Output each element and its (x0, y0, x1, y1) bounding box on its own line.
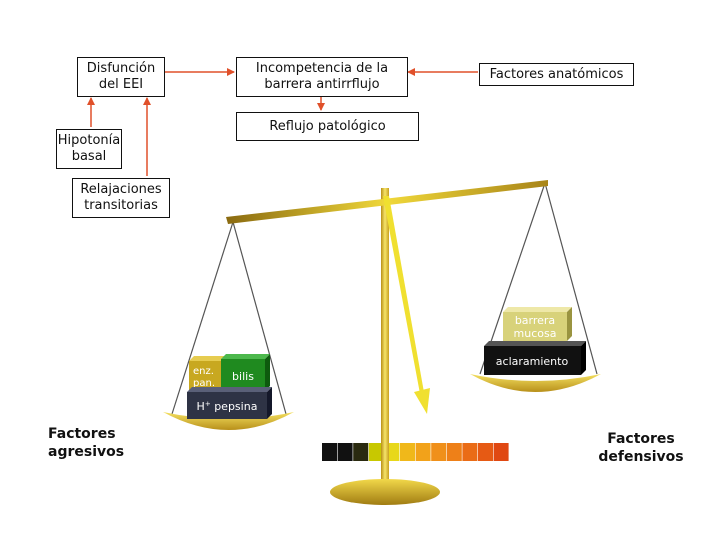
hipotonia-line1: Hipotonía (57, 133, 121, 148)
scale-cell (462, 443, 478, 461)
scale-cell (478, 443, 493, 461)
defensivos-line2: defensivos (598, 449, 684, 465)
scale-cell (322, 443, 337, 461)
relajaciones-line2: transitorias (84, 198, 158, 213)
disfuncion-eei-box: Disfunción del EEI (77, 57, 165, 97)
scale-cell (493, 443, 509, 461)
incompetencia-line2: barrera antirrflujo (264, 77, 380, 92)
barrera-label-line1: barrera (515, 314, 555, 327)
bilis-label: bilis (232, 370, 254, 383)
enz-label-line1: enz. (193, 366, 214, 377)
aclaramiento-label: aclaramiento (496, 355, 569, 368)
scale-cell (337, 443, 353, 461)
scale-cell (431, 443, 447, 461)
agresivos-line2: agresivos (48, 444, 125, 460)
hipotonia-box: Hipotonía basal (56, 129, 122, 169)
barrera-label-line2: mucosa (514, 327, 557, 340)
balance-base (330, 479, 440, 505)
left-pan-string (232, 221, 287, 415)
scale-cell (415, 443, 431, 461)
barrera-mucosa-block: barrera mucosa (503, 307, 572, 341)
factores-agresivos-label: Factores agresivos (48, 425, 124, 461)
scale-cell (400, 443, 415, 461)
reflujo-label: Reflujo patológico (269, 118, 386, 134)
disfuncion-line2: del EEI (98, 77, 144, 92)
pepsina-block: H+ pepsina (187, 387, 272, 419)
color-scale-bar (322, 443, 509, 461)
balance-pole (381, 188, 389, 488)
left-pan (163, 412, 294, 430)
pepsina-label: H+ pepsina (197, 400, 258, 413)
scale-cell (446, 443, 462, 461)
aclaramiento-block: aclaramiento (484, 341, 586, 375)
enz-label-line2: pan. (193, 378, 215, 389)
right-pan (470, 374, 601, 392)
incompetencia-box: Incompetencia de la barrera antirrflujo (236, 57, 408, 97)
left-pan-string (171, 221, 234, 415)
hipotonia-line2: basal (71, 149, 107, 164)
scale-cell (368, 443, 384, 461)
enz-pan-block: enz. pan. (189, 356, 226, 391)
balance-needle-tip (414, 388, 430, 414)
reflujo-box: Reflujo patológico (236, 112, 419, 141)
bilis-block: bilis (221, 354, 270, 391)
right-pan-string (544, 182, 598, 375)
scale-cell (353, 443, 369, 461)
relajaciones-line1: Relajaciones (80, 182, 162, 197)
relajaciones-box: Relajaciones transitorias (72, 178, 170, 218)
factores-anatomicos-box: Factores anatómicos (479, 63, 634, 86)
factores-anatomicos-label: Factores anatómicos (489, 66, 624, 82)
agresivos-line1: Factores (48, 426, 116, 442)
incompetencia-line1: Incompetencia de la (255, 61, 389, 76)
factores-defensivos-label: Factores defensivos (597, 430, 685, 466)
balance-needle (383, 196, 425, 399)
defensivos-line1: Factores (607, 431, 675, 447)
disfuncion-line1: Disfunción (86, 61, 156, 76)
